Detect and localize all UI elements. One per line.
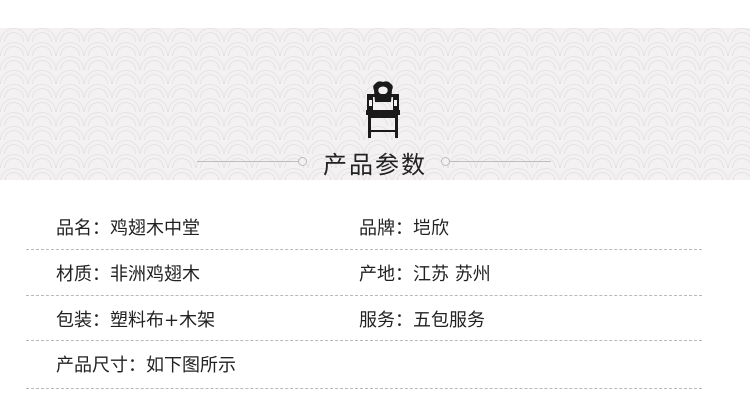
- title-divider-left: [197, 161, 299, 162]
- chair-icon: [366, 81, 400, 138]
- spec-origin: 产地：江苏 苏州: [359, 264, 491, 285]
- section-title-row: 产品参数: [0, 144, 750, 180]
- spec-row: 包装：塑料布+木架 服务：五包服务: [26, 296, 702, 341]
- spec-material: 材质：非洲鸡翅木: [56, 264, 200, 285]
- title-dot-left: [298, 157, 307, 166]
- header-banner: 产品参数: [0, 28, 750, 180]
- section-title: 产品参数: [323, 151, 427, 179]
- spec-brand: 品牌：垲欣: [359, 218, 449, 239]
- spec-dimensions: 产品尺寸：如下图所示: [56, 355, 236, 376]
- spec-row: 材质：非洲鸡翅木 产地：江苏 苏州: [26, 250, 702, 296]
- spec-row: 产品尺寸：如下图所示: [26, 341, 702, 389]
- spec-service: 服务：五包服务: [359, 310, 485, 331]
- spec-packaging: 包装：塑料布+木架: [56, 310, 216, 331]
- spec-table: 品名：鸡翅木中堂 品牌：垲欣 材质：非洲鸡翅木 产地：江苏 苏州 包装：塑料布+…: [26, 204, 702, 389]
- title-divider-right: [449, 161, 551, 162]
- spec-product-name: 品名：鸡翅木中堂: [56, 218, 200, 239]
- spec-row: 品名：鸡翅木中堂 品牌：垲欣: [26, 204, 702, 250]
